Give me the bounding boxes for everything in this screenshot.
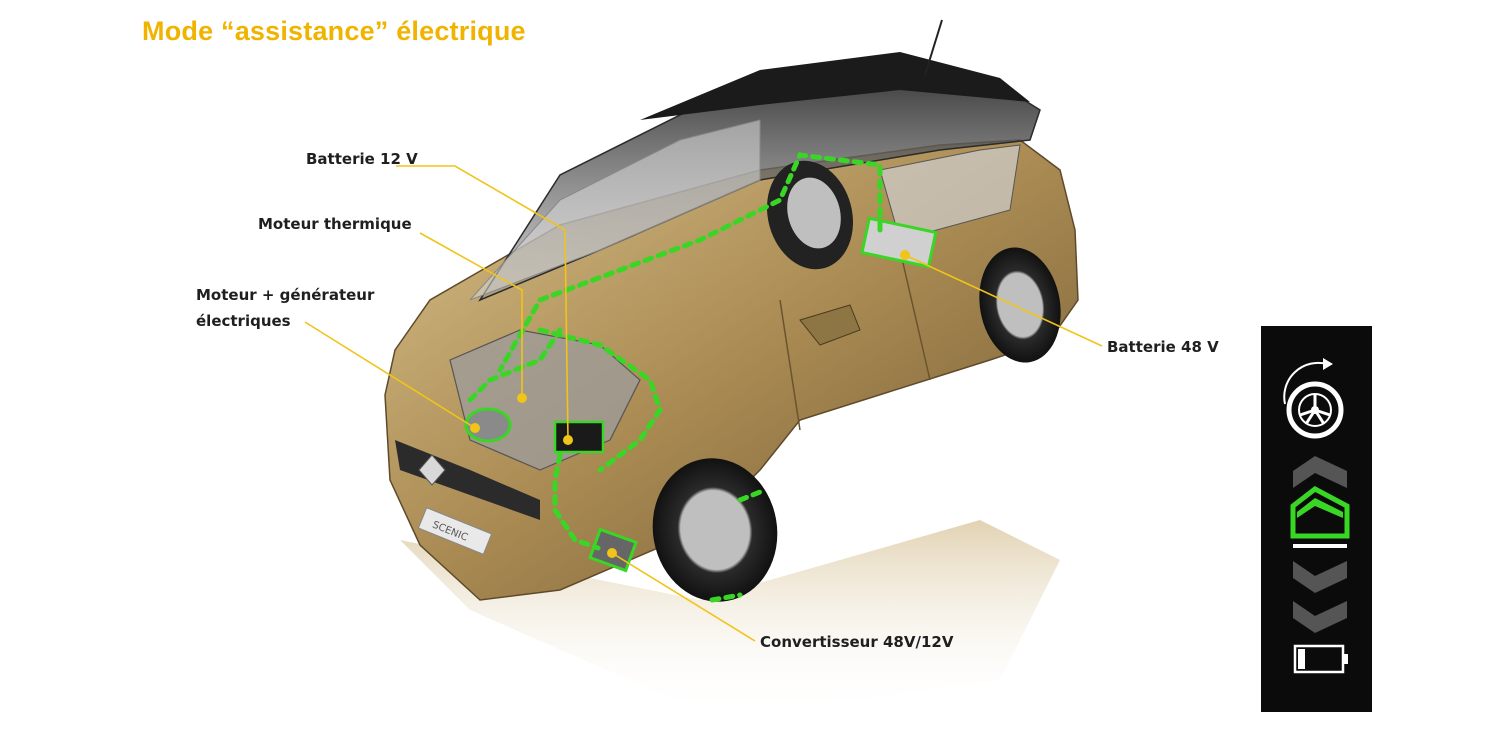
flow-to-converter [552,452,601,551]
renault-logo [418,454,446,486]
battery-low-icon [1293,644,1348,674]
label-battery-12v: Batterie 12 V [306,150,418,168]
leader-battery-48v [904,254,1103,347]
flow-front-wheel [737,487,768,503]
mode-indicator-graphics [1283,358,1350,674]
energy-flow [467,152,883,603]
label-battery-48v: Batterie 48 V [1107,338,1219,356]
label-converter: Convertisseur 48V/12V [760,633,954,651]
leader-thermal-engine [419,232,523,398]
label-electric-motor-2: électriques [196,312,291,330]
chevron-up-active-icon [1290,486,1350,548]
flow-motor-loop [467,327,563,403]
floor-reflection [400,520,1060,720]
leader-battery-12v [396,165,569,441]
flow-ground [709,592,743,603]
label-electric-motor-1: Moteur + générateur [196,286,375,304]
chevron-up-icon [1293,456,1347,488]
chevron-down-icon-2 [1293,601,1347,633]
mode-indicator-panel [1261,326,1372,712]
wheel-rotation-icon [1283,358,1344,439]
license-plate [417,507,493,555]
windshield [469,119,761,301]
flow-engine-loop [537,327,663,473]
leader-lines [304,165,1103,642]
rear-wheel [979,247,1061,363]
leader-electric-motor [304,321,476,429]
chevron-down-icon [1293,561,1347,593]
diagram-title: Mode “assistance” électrique [142,16,526,46]
leader-converter [611,552,756,642]
motor-generator [464,407,512,443]
side-mirror [799,304,861,346]
antenna [924,19,943,76]
flow-48v-to-front [497,152,883,373]
label-thermal-engine: Moteur thermique [258,215,412,233]
battery-12v-box [553,420,605,454]
front-wheel [652,458,778,602]
roof-top [640,52,1030,120]
